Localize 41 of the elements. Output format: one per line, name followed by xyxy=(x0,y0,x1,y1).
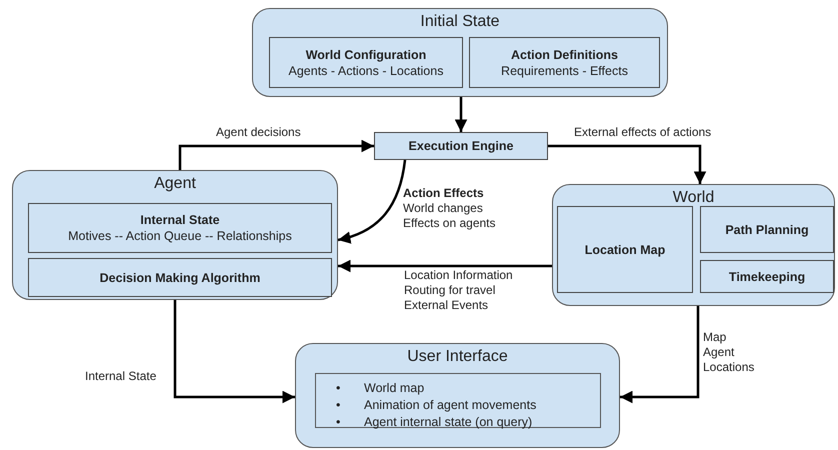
component-title: Action Definitions xyxy=(511,48,618,62)
component-title: Decision Making Algorithm xyxy=(100,270,260,284)
component-title: Internal State xyxy=(140,213,220,227)
group-box xyxy=(252,8,668,97)
component-box xyxy=(28,203,332,253)
component-box xyxy=(374,132,548,160)
component-title: Location Map xyxy=(584,242,666,256)
component-box xyxy=(28,258,332,297)
list-item: Agent internal state (on query) xyxy=(364,415,532,429)
group-box xyxy=(12,170,338,300)
component-box xyxy=(700,260,834,293)
component-title: World Configuration xyxy=(306,48,426,62)
group-box xyxy=(552,184,835,306)
bullet: • xyxy=(336,397,342,414)
arrow xyxy=(178,140,374,170)
bullet-list-box xyxy=(315,373,601,428)
arrow xyxy=(548,144,706,184)
bullet: • xyxy=(336,414,342,431)
component-box xyxy=(557,206,693,293)
arrow xyxy=(338,160,406,244)
component-description: Motives -- Action Queue -- Relationships xyxy=(68,229,292,243)
component-title: Execution Engine xyxy=(408,139,514,153)
arrow xyxy=(174,300,295,404)
component-title: Timekeeping xyxy=(728,270,806,284)
group-title: Initial State xyxy=(419,13,501,31)
list-item: Animation of agent movements xyxy=(364,398,536,412)
component-box xyxy=(700,206,834,253)
component-box xyxy=(469,37,660,88)
component-title: Path Planning xyxy=(725,222,809,236)
component-box xyxy=(269,37,463,88)
arrow xyxy=(620,306,700,404)
list-item: World map xyxy=(364,381,424,395)
component-description: Requirements - Effects xyxy=(501,64,628,78)
group-title: Agent xyxy=(153,175,197,193)
group-title: User Interface xyxy=(406,348,509,366)
arrow xyxy=(338,260,552,272)
arrow xyxy=(454,97,468,132)
group-title: World xyxy=(672,189,716,207)
bullet: • xyxy=(336,380,342,397)
component-description: Agents - Actions - Locations xyxy=(288,64,444,78)
group-box xyxy=(295,343,620,448)
